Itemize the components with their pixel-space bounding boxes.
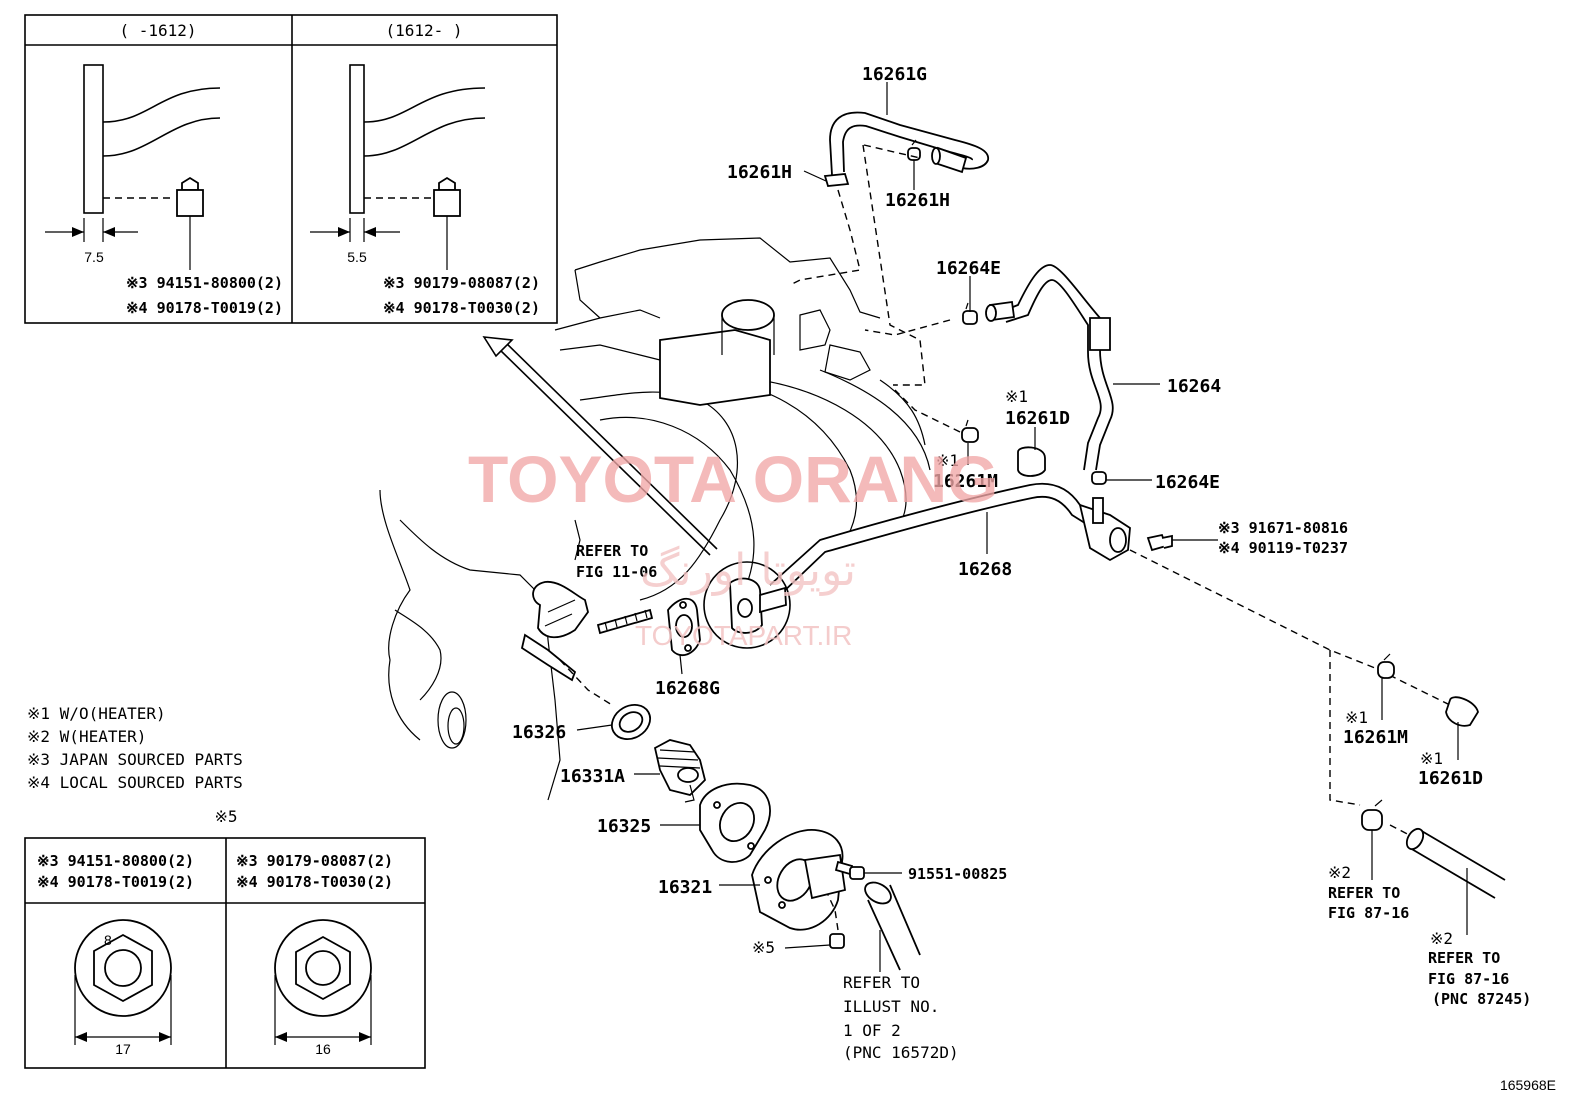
- cap-16261D-a: [1017, 446, 1046, 477]
- label-91551: 91551-00825: [908, 865, 1007, 883]
- inset-bottom-left-b: ※4 90178-T0019(2): [37, 873, 194, 891]
- inset-left-header: ( -1612): [119, 21, 196, 40]
- refer-87-16-b-3: (PNC 87245): [1432, 990, 1531, 1008]
- clamp-16264E-b: [1091, 471, 1107, 485]
- inset-bottom-title: ※5: [214, 807, 237, 826]
- figure-id: 165968E: [1500, 1077, 1556, 1093]
- inset-right-header: (1612- ): [385, 21, 462, 40]
- refer-11-06-a: REFER TO: [576, 542, 648, 560]
- label-16261H-a: 16261H: [727, 162, 792, 183]
- refer-illust-b: ILLUST NO.: [843, 997, 939, 1016]
- refer-illust-d: (PNC 16572D): [843, 1043, 959, 1062]
- inset-right-part-b: ※4 90178-T0030(2): [383, 299, 540, 317]
- mark-16261D-b: ※1: [1420, 749, 1443, 768]
- hose-87-16-b: [1405, 827, 1506, 899]
- flange-plate-left: [83, 64, 104, 214]
- refer-87-16-b-2: FIG 87-16: [1428, 970, 1509, 988]
- label-16261D-b: 16261D: [1418, 768, 1483, 789]
- clamp-16261H-a: [823, 173, 850, 187]
- label-16321: 16321: [658, 877, 712, 898]
- nut-icon: [176, 176, 204, 270]
- watermark-url: TOYOTAPART.IR: [635, 620, 852, 651]
- hose-16261G: [829, 111, 989, 176]
- legend-item-1: ※1 W/O(HEATER): [27, 704, 166, 723]
- flange-nut-icon: [74, 919, 172, 1017]
- engine-outline: [379, 237, 931, 801]
- detail-circle: [703, 561, 791, 649]
- label-16261H-b: 16261H: [885, 190, 950, 211]
- hose-16572D: [864, 881, 921, 971]
- inset-right-part-a: ※3 90179-08087(2): [383, 274, 540, 292]
- label-16264E-b: 16264E: [1155, 472, 1220, 493]
- refer-87-16-a-1: REFER TO: [1328, 884, 1400, 902]
- throttle-body: [659, 329, 771, 406]
- watermark-farsi: تویوتا اورنگ: [640, 545, 856, 596]
- inset-bottom: ※5 ※3 94151-80800(2) ※4 90178-T0019(2) ※…: [24, 807, 426, 1069]
- label-16261D-a: 16261D: [1005, 408, 1070, 429]
- pipe-16268: [769, 482, 1131, 596]
- label-bolt-a: ※3 91671-80816: [1218, 519, 1348, 537]
- gasket-16268G: [667, 597, 701, 657]
- clamp-16264E-a: [962, 302, 978, 325]
- refer-87-16-a-2: FIG 87-16: [1328, 904, 1409, 922]
- gasket-16326: [611, 704, 651, 740]
- label-16331A: 16331A: [560, 766, 625, 787]
- inset-bottom-left-width: 17: [115, 1041, 131, 1057]
- mark-16261D-a: ※1: [1005, 387, 1028, 406]
- label-16268G: 16268G: [655, 678, 720, 699]
- refer-87-16-b-1: REFER TO: [1428, 949, 1500, 967]
- nut-icon: [829, 933, 845, 949]
- inset-bottom-right-b: ※4 90178-T0030(2): [236, 873, 393, 891]
- hose-16264: [985, 264, 1114, 471]
- watermark-main: TOYOTA ORANG: [468, 442, 998, 516]
- dim-right: 5.5: [347, 249, 367, 265]
- bolt-icon: [1146, 533, 1173, 552]
- flange-nut-icon: [274, 919, 372, 1017]
- legend-item-3: ※3 JAPAN SOURCED PARTS: [27, 750, 243, 769]
- label-16268: 16268: [958, 559, 1012, 580]
- refer-11-06-b: FIG 11-06: [576, 563, 657, 581]
- label-16325: 16325: [597, 816, 651, 837]
- bolt-icon: [834, 860, 865, 880]
- label-16326: 16326: [512, 722, 566, 743]
- nut-icon: [433, 176, 461, 270]
- mark-16261M-a: ※1: [936, 451, 959, 470]
- mark-87-16-a: ※2: [1328, 863, 1351, 882]
- clamp-16261M-b: [1377, 653, 1395, 679]
- mark-87-16-b: ※2: [1430, 929, 1453, 948]
- stud-icon: [596, 608, 654, 635]
- legend-item-2: ※2 W(HEATER): [27, 727, 146, 746]
- inset-top-frame: [24, 14, 558, 324]
- clamp-16261M-a: [961, 419, 979, 443]
- flange-plate-right: [349, 64, 365, 214]
- inset-left-part-a: ※3 94151-80800(2): [126, 274, 283, 292]
- inset-bottom-frame: [24, 837, 426, 1069]
- inset-bottom-right-width: 16: [315, 1041, 331, 1057]
- cap-16261D-b: [1445, 696, 1479, 727]
- label-16261M-a: 16261M: [933, 471, 998, 492]
- inset-top: ( -1612) (1612- ) 7.5 ※3 94151-80800(2) …: [24, 14, 558, 324]
- gasket-16325: [699, 782, 771, 863]
- label-16264: 16264: [1167, 376, 1221, 397]
- housing-16321: [751, 829, 847, 931]
- legend-item-4: ※4 LOCAL SOURCED PARTS: [27, 773, 243, 792]
- dim-left: 7.5: [84, 249, 104, 265]
- inset-left-part-b: ※4 90178-T0019(2): [126, 299, 283, 317]
- inset-callout-arrow: [482, 336, 718, 556]
- clamp-87-16-a: [1361, 799, 1383, 831]
- inset-bottom-inner: 8: [104, 932, 112, 948]
- thermostat-16331A: [653, 739, 706, 803]
- label-16264E-a: 16264E: [936, 258, 1001, 279]
- label-16261M-b: 16261M: [1343, 727, 1408, 748]
- refer-illust-a: REFER TO: [843, 973, 920, 992]
- mark-16261M-b: ※1: [1345, 708, 1368, 727]
- refer-illust-c: 1 OF 2: [843, 1021, 901, 1040]
- inset-bottom-left-a: ※3 94151-80800(2): [37, 852, 194, 870]
- mark-5: ※5: [752, 938, 775, 957]
- label-16261G: 16261G: [862, 64, 927, 85]
- inset-bottom-right-a: ※3 90179-08087(2): [236, 852, 393, 870]
- legend: ※1 W/O(HEATER) ※2 W(HEATER) ※3 JAPAN SOU…: [27, 704, 243, 792]
- label-bolt-b: ※4 90119-T0237: [1218, 539, 1348, 557]
